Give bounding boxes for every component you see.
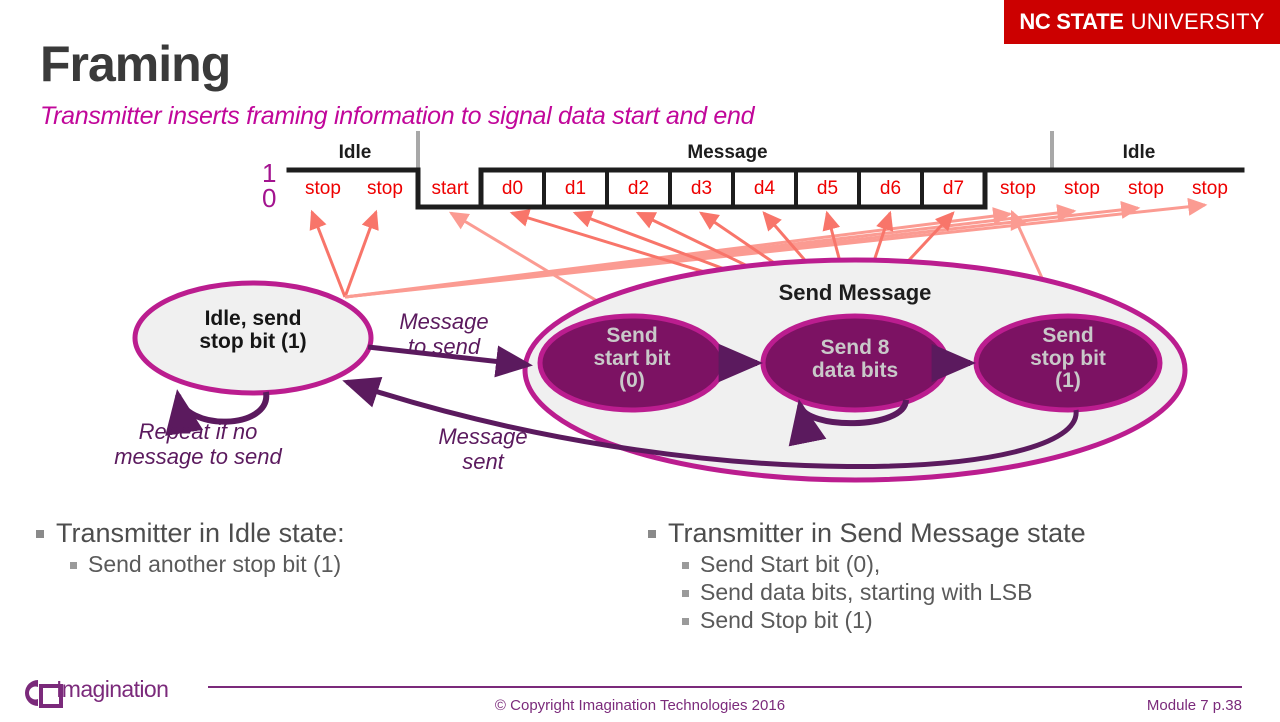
state-machine-svg xyxy=(132,257,1188,483)
imagination-logo-wordmark: Imagination xyxy=(56,676,169,702)
transition-label-message-to-send: Message to send xyxy=(370,309,518,359)
superstate-label: Send Message xyxy=(778,280,932,305)
timing-diagram: 1 0 Idle Message Idle xyxy=(0,0,1280,230)
transition-label-message-sent-line1: Message xyxy=(438,424,528,449)
timing-cell-1: stop xyxy=(367,178,403,199)
bullet-left-item-0: Send another stop bit (1) xyxy=(70,551,636,578)
timing-cell-2: start xyxy=(431,178,469,199)
ncsu-logo-light-text: UNIVERSITY xyxy=(1130,9,1265,34)
self-loop-send-8-data-bits xyxy=(788,399,909,447)
self-loop-idle xyxy=(165,389,270,437)
timing-cell-14: stop xyxy=(1192,178,1228,199)
bullet-right-item-1: Send data bits, starting with LSB xyxy=(682,579,1268,606)
state-send-start-bit-line1: Send xyxy=(606,324,658,347)
bullet-square-icon xyxy=(682,562,689,569)
bullet-square-icon xyxy=(70,562,77,569)
state-send-stop-bit-line2: stop bit xyxy=(1030,346,1106,370)
transition-label-message-to-send-line1: Message xyxy=(399,309,489,334)
bullet-right-item-1-text: Send data bits, starting with LSB xyxy=(700,579,1033,605)
state-send-stop-bit-line1: Send xyxy=(1042,324,1094,347)
state-send-stop-bit-label: Send stop bit (1) xyxy=(983,324,1153,393)
state-send-8-data-bits-line1: Send 8 xyxy=(820,336,890,359)
timing-cell-13: stop xyxy=(1128,178,1164,199)
timing-cell-10: d7 xyxy=(942,178,965,199)
ncsu-logo-bold-text: NC STATE xyxy=(1019,9,1124,34)
timing-cell-7: d4 xyxy=(753,178,776,199)
timing-region-label-message: Message xyxy=(687,142,768,163)
timing-cell-0: stop xyxy=(305,178,341,199)
imagination-logo-c-shape xyxy=(25,680,38,706)
state-send-stop-bit-line3: (1) xyxy=(1055,369,1081,393)
footer-divider xyxy=(208,686,1242,688)
bullet-column-right: Transmitter in Send Message state Send S… xyxy=(648,518,1268,635)
state-send-stop-bit-ellipse xyxy=(973,313,1163,413)
imagination-logo-mark xyxy=(25,680,63,708)
bullet-left-heading-text: Transmitter in Idle state: xyxy=(56,518,345,548)
state-send-8-data-bits-line2: data bits xyxy=(811,358,899,382)
state-send-8-data-bits-label: Send 8 data bits xyxy=(770,336,940,382)
footer-copyright: © Copyright Imagination Technologies 201… xyxy=(494,697,786,714)
state-idle-label-line2: stop bit (1) xyxy=(199,329,307,353)
bullet-left-item-0-text: Send another stop bit (1) xyxy=(88,551,342,577)
transition-label-message-to-send-line2: to send xyxy=(407,333,481,359)
timing-cell-11: stop xyxy=(1000,178,1036,199)
bullet-square-icon xyxy=(648,530,656,538)
timing-region-label-idle-left: Idle xyxy=(338,142,372,163)
timing-cell-4: d1 xyxy=(564,178,587,199)
timing-cell-8: d5 xyxy=(816,178,839,199)
bullet-right-item-2: Send Stop bit (1) xyxy=(682,607,1268,634)
transition-label-repeat-line1: Repeat if no xyxy=(138,419,258,444)
level-label-high: 1 xyxy=(262,158,277,188)
transition-label-repeat-line2: message to send xyxy=(114,443,282,469)
bullet-right-item-0-text: Send Start bit (0), xyxy=(700,551,881,577)
timing-cell-12: stop xyxy=(1064,178,1100,199)
timing-cell-9: d6 xyxy=(879,178,902,199)
bullet-column-left: Transmitter in Idle state: Send another … xyxy=(36,518,636,579)
imagination-logo-square-shape xyxy=(39,684,63,708)
bullet-right-item-2-text: Send Stop bit (1) xyxy=(700,607,873,633)
page-subtitle: Transmitter inserts framing information … xyxy=(40,102,755,130)
state-idle-label: Idle, send stop bit (1) xyxy=(153,307,353,353)
data-cell-dividers xyxy=(542,170,924,207)
bullet-right-heading-text: Transmitter in Send Message state xyxy=(668,518,1086,548)
transition-message-sent xyxy=(342,376,1079,470)
timing-region-label-idle-right: Idle xyxy=(1122,142,1156,163)
transition-label-repeat-if-no-message: Repeat if no message to send xyxy=(78,419,318,469)
timing-cell-5: d2 xyxy=(627,178,650,199)
page-title: Framing xyxy=(40,36,231,92)
bullet-square-icon xyxy=(682,618,689,625)
state-send-start-bit-label: Send start bit (0) xyxy=(547,324,717,393)
timing-cell-3: d0 xyxy=(501,178,524,199)
state-idle-ellipse xyxy=(132,280,374,396)
transition-label-message-sent: Message sent xyxy=(412,424,554,474)
timing-cell-6: d3 xyxy=(690,178,713,199)
state-send-start-bit-line2: start bit xyxy=(593,346,671,370)
transition-message-to-send xyxy=(367,344,533,378)
footer-module-number: Module 7 p.38 xyxy=(1146,697,1242,714)
transition-label-message-sent-line2: sent xyxy=(462,448,504,474)
bullet-square-icon xyxy=(682,590,689,597)
level-label-low: 0 xyxy=(262,183,277,213)
bullet-right-item-0: Send Start bit (0), xyxy=(682,551,1268,578)
state-idle-label-line1: Idle, send xyxy=(204,307,302,330)
bullet-square-icon xyxy=(36,530,44,538)
bullet-right-heading: Transmitter in Send Message state xyxy=(648,518,1268,549)
bullet-left-heading: Transmitter in Idle state: xyxy=(36,518,636,549)
state-machine-diagram: Send Message Idle, send stop bit (1) Sen… xyxy=(0,225,1280,515)
state-send-start-bit-line3: (0) xyxy=(619,369,645,393)
